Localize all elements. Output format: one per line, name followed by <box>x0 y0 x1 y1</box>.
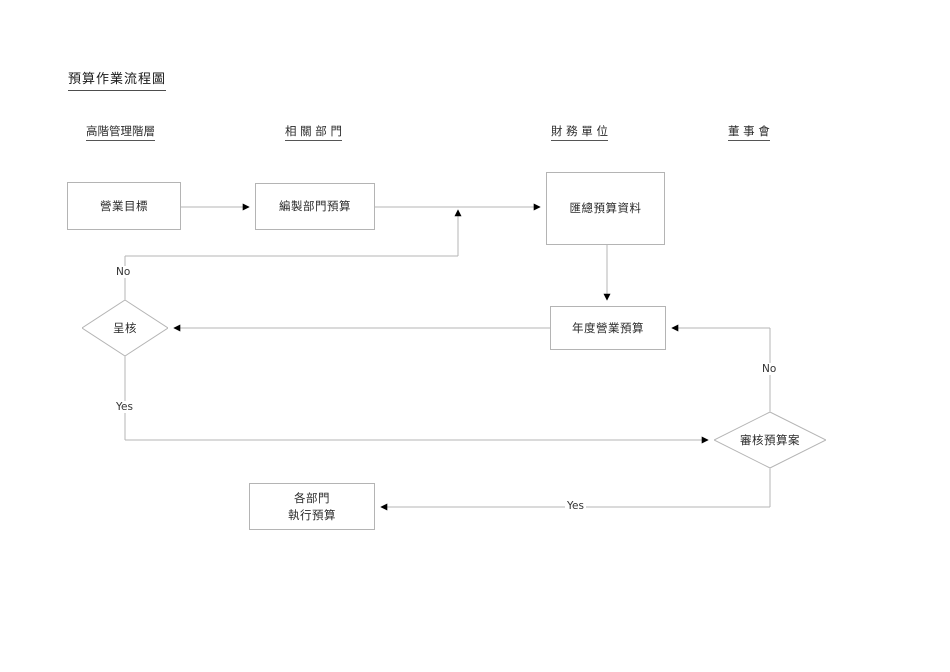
node-business-goal[interactable]: 營業目標 <box>67 182 181 230</box>
page-title: 預算作業流程圖 <box>68 72 167 91</box>
node-departments-execute-budget-label-line2: 執行預算 <box>288 507 336 522</box>
diamond-shape-review <box>714 412 826 468</box>
edge-label-review-yes: Yes <box>565 500 586 512</box>
node-annual-operating-budget[interactable]: 年度營業預算 <box>550 306 666 350</box>
node-prepare-dept-budget-label: 編製部門預算 <box>279 199 351 213</box>
node-submit-for-approval[interactable]: 呈核 <box>82 300 168 356</box>
node-business-goal-label: 營業目標 <box>100 198 148 213</box>
edge-label-review-no: No <box>760 363 779 375</box>
column-header-senior-management: 高階管理階層 <box>86 124 155 141</box>
column-header-finance-unit: 財 務 單 位 <box>551 124 608 141</box>
edge-label-submit-yes: Yes <box>114 401 135 413</box>
node-consolidate-budget-data[interactable]: 匯總預算資料 <box>546 172 665 245</box>
node-consolidate-budget-data-label: 匯總預算資料 <box>569 201 642 215</box>
diamond-shape-submit <box>82 300 168 356</box>
node-review-budget-proposal-label: 審核預算案 <box>740 433 800 447</box>
node-departments-execute-budget[interactable]: 各部門 執行預算 <box>249 483 375 530</box>
node-departments-execute-budget-label-line1: 各部門 <box>294 490 330 505</box>
column-header-board-of-directors: 董 事 會 <box>728 124 770 141</box>
node-review-budget-proposal[interactable]: 審核預算案 <box>714 412 826 468</box>
node-prepare-dept-budget[interactable]: 編製部門預算 <box>255 183 375 230</box>
column-header-related-departments: 相 關 部 門 <box>285 124 342 141</box>
node-annual-operating-budget-label: 年度營業預算 <box>572 320 644 335</box>
edge-label-submit-no: No <box>114 266 133 278</box>
node-submit-for-approval-label: 呈核 <box>113 321 137 335</box>
